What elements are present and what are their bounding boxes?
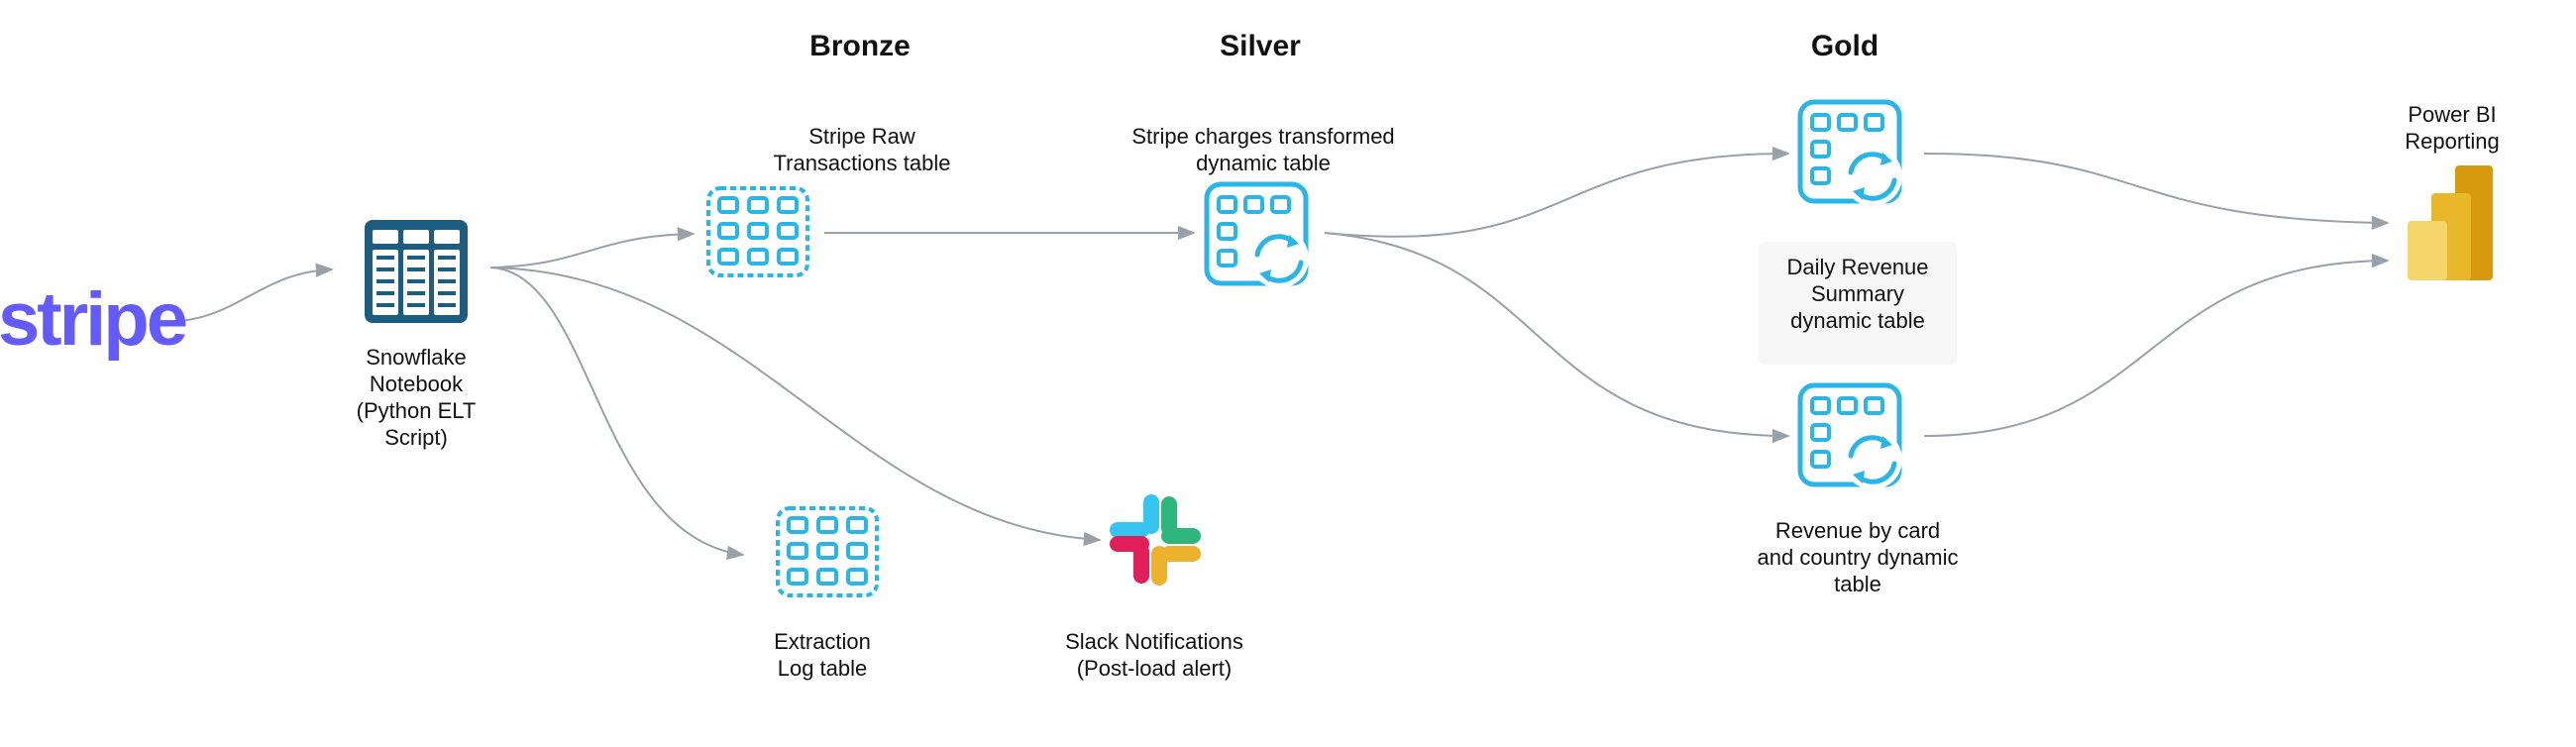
daily-revenue-label-box — [1759, 242, 1957, 365]
stripe-logo: stripe — [0, 277, 188, 362]
revenue-by-card-label: Revenue by card and country dynamic tabl… — [1757, 518, 1959, 596]
layer-title-gold: Gold — [1810, 30, 1879, 62]
arrow-revenue-by-card-to-powerbi — [1923, 253, 2390, 437]
daily-revenue-label: Daily Revenue Summary dynamic table — [1786, 255, 1929, 333]
snowflake-notebook-icon — [365, 220, 468, 323]
slack-icon — [1108, 492, 1203, 587]
extraction-log-label: Extraction Log table — [774, 629, 871, 681]
charges-dynamic-label: Stripe charges transformed dynamic table — [1131, 124, 1395, 175]
raw-table-label: Stripe Raw Transactions table — [773, 124, 951, 175]
power-bi-icon — [2406, 163, 2495, 282]
arrow-notebook-to-extraction-log — [489, 267, 745, 560]
revenue-by-card-dynamic-table-icon — [1797, 382, 1908, 493]
arrow-notebook-to-raw — [489, 227, 696, 268]
arrow-stripe-to-notebook — [162, 263, 334, 323]
layer-title-silver: Silver — [1220, 30, 1301, 62]
notebook-label: Snowflake Notebook (Python ELT Script) — [356, 345, 477, 450]
arrow-daily-revenue-to-powerbi — [1923, 153, 2390, 231]
power-bi-label: Power BI Reporting — [2405, 102, 2500, 154]
slack-label: Slack Notifications (Post-load alert) — [1065, 629, 1243, 681]
arrow-notebook-to-slack — [489, 267, 1102, 547]
charges-dynamic-table-icon — [1204, 181, 1315, 292]
extraction-log-table-icon — [775, 505, 880, 598]
daily-revenue-dynamic-table-icon — [1797, 99, 1908, 210]
arrow-charges-to-daily-revenue — [1324, 146, 1790, 238]
layer-title-bronze: Bronze — [809, 30, 911, 62]
arrow-charges-to-revenue-by-card — [1324, 232, 1790, 444]
raw-table-icon — [705, 185, 810, 278]
